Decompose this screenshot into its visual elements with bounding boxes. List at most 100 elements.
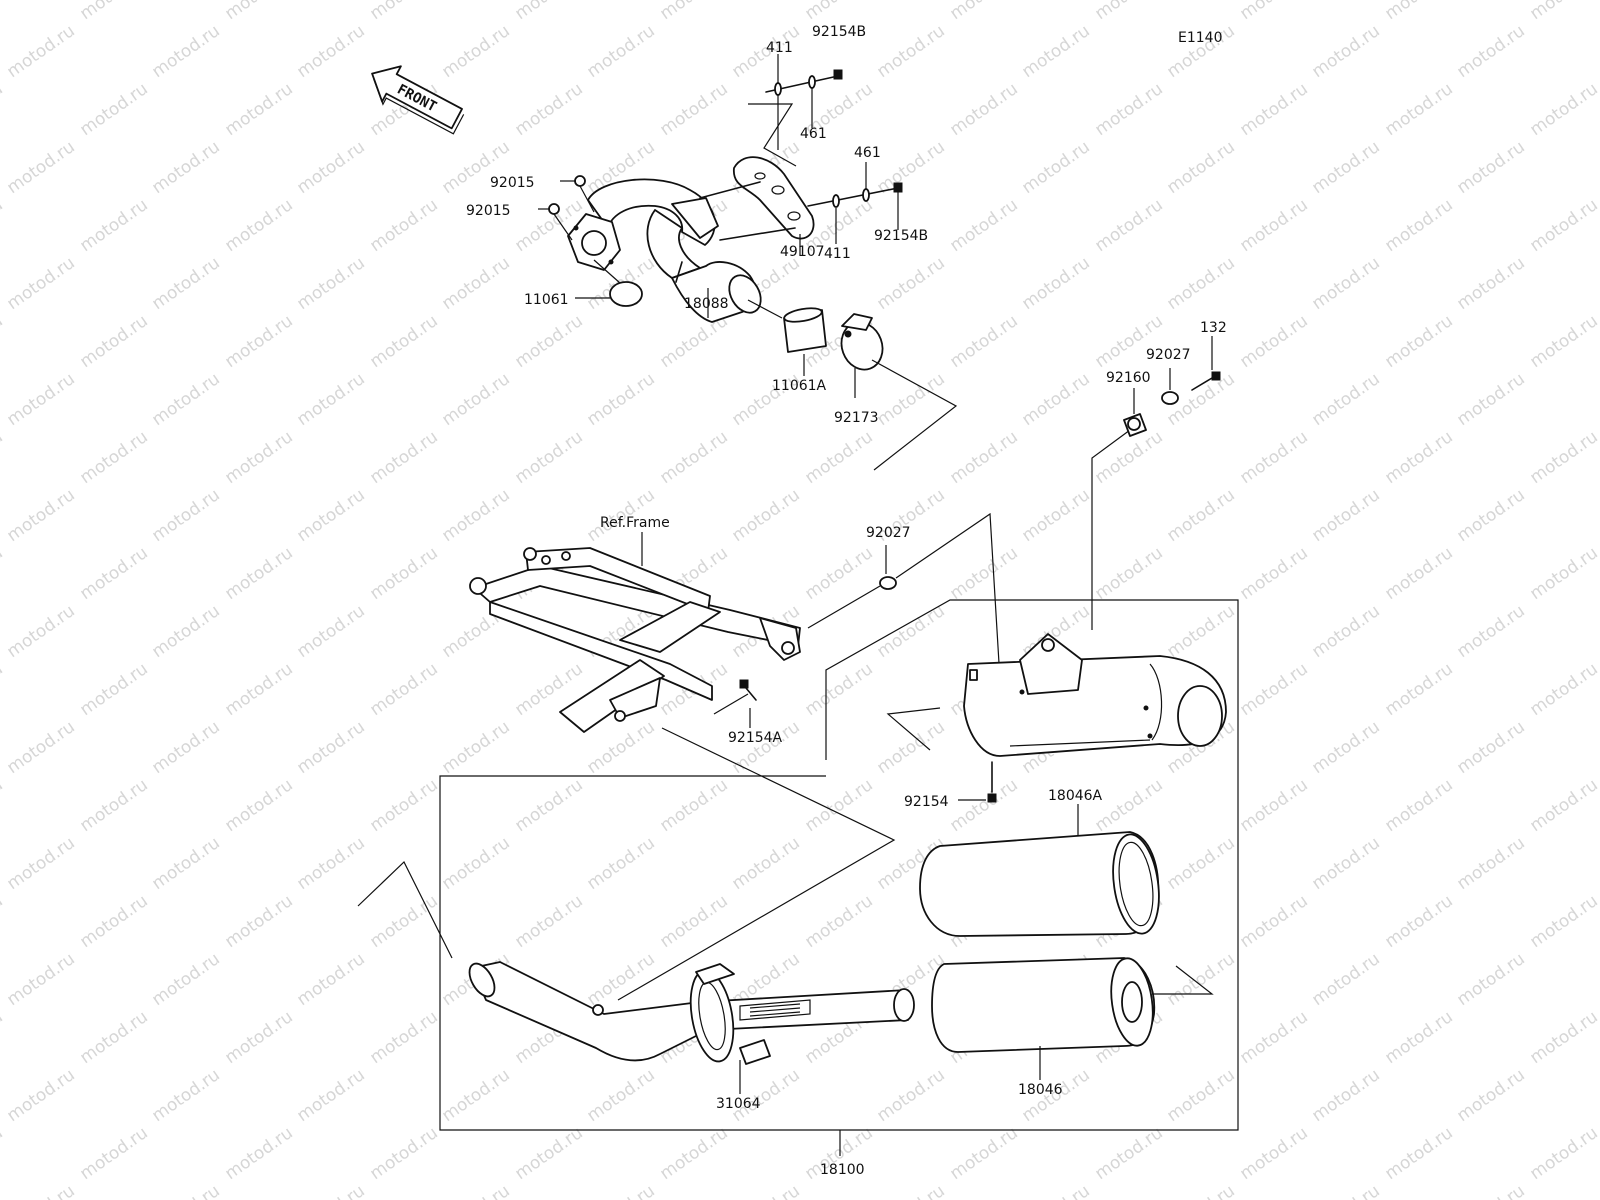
watermark-text: motod.ru <box>1453 601 1528 662</box>
heat-guard-49107 <box>733 156 815 240</box>
watermark-text: motod.ru <box>1091 1123 1166 1184</box>
watermark-text: motod.ru <box>366 543 441 604</box>
gasket-11061A <box>783 307 827 353</box>
watermark-text: motod.ru <box>1018 137 1093 198</box>
watermark-text: motod.ru <box>1453 949 1528 1010</box>
watermark-text: motod.ru <box>148 485 223 546</box>
watermark-text: motod.ru <box>656 0 731 24</box>
watermark-text: motod.ru <box>438 21 513 82</box>
watermark-text: motod.ru <box>1236 775 1311 836</box>
watermark-text: motod.ru <box>76 891 151 952</box>
watermark-text: motod.ru <box>148 833 223 894</box>
watermark-text: motod.ru <box>946 195 1021 256</box>
watermark-text: motod.ru <box>1163 601 1238 662</box>
watermark-text: motod.ru <box>1381 1123 1456 1184</box>
watermark-text: motod.ru <box>293 601 368 662</box>
label-92027-mid: 92027 <box>866 525 911 541</box>
watermark-text: motod.ru <box>1308 485 1383 546</box>
watermark-text: motod.ru <box>148 601 223 662</box>
watermark-text: motod.ru <box>293 717 368 778</box>
watermark-text: motod.ru <box>728 1181 803 1200</box>
watermark-text: motod.ru <box>366 427 441 488</box>
watermark-text: motod.ru <box>1526 195 1600 256</box>
watermark-text: motod.ru <box>148 21 223 82</box>
watermark-text: motod.ru <box>76 1123 151 1184</box>
bolt-set-mid <box>807 182 903 208</box>
label-92154B-top: 92154B <box>812 24 866 40</box>
watermark-text: motod.ru <box>1163 137 1238 198</box>
watermark-text: motod.ru <box>221 659 296 720</box>
muffler-box-frame <box>439 599 1239 1131</box>
label-411-mid: 411 <box>824 246 851 262</box>
watermark-text: motod.ru <box>0 659 7 720</box>
watermark-text: motod.ru <box>801 775 876 836</box>
watermark-text: motod.ru <box>1163 1181 1238 1200</box>
watermark-text: motod.ru <box>1453 253 1528 314</box>
watermark-text: motod.ru <box>76 543 151 604</box>
watermark-text: motod.ru <box>1308 253 1383 314</box>
watermark-text: motod.ru <box>3 949 78 1010</box>
watermark-text: motod.ru <box>728 485 803 546</box>
watermark-text: motod.ru <box>148 949 223 1010</box>
watermark-text: motod.ru <box>1308 601 1383 662</box>
label-92154A: 92154A <box>728 730 783 746</box>
watermark-text: motod.ru <box>873 1181 948 1200</box>
watermark-text: motod.ru <box>1236 891 1311 952</box>
watermark-text: motod.ru <box>438 717 513 778</box>
watermark-text: motod.ru <box>148 1065 223 1126</box>
watermark-text: motod.ru <box>221 1007 296 1068</box>
watermark-text: motod.ru <box>221 775 296 836</box>
watermark-text: motod.ru <box>1236 311 1311 372</box>
watermark-text: motod.ru <box>1163 253 1238 314</box>
watermark-text: motod.ru <box>1526 1007 1600 1068</box>
watermark-text: motod.ru <box>583 1181 658 1200</box>
watermark-text: motod.ru <box>0 0 7 24</box>
watermark-text: motod.ru <box>1381 79 1456 140</box>
watermark-text: motod.ru <box>1453 717 1528 778</box>
watermark-text: motod.ru <box>1236 0 1311 24</box>
watermark-text: motod.ru <box>1308 1065 1383 1126</box>
label-92154: 92154 <box>904 794 949 810</box>
label-92027-top: 92027 <box>1146 347 1191 363</box>
watermark-text: motod.ru <box>76 1007 151 1068</box>
watermark-text: motod.ru <box>801 0 876 24</box>
watermark-text: motod.ru <box>583 1065 658 1126</box>
watermark-text: motod.ru <box>1236 1123 1311 1184</box>
label-461-top: 461 <box>800 126 827 142</box>
watermark-text: motod.ru <box>511 311 586 372</box>
watermark-text: motod.ru <box>1526 775 1600 836</box>
grommet-92160 <box>1123 413 1147 437</box>
gasket-11061 <box>609 281 643 307</box>
watermark-text: motod.ru <box>366 311 441 372</box>
watermark-text: motod.ru <box>76 311 151 372</box>
watermark-text: motod.ru <box>3 601 78 662</box>
watermark-text: motod.ru <box>1381 775 1456 836</box>
watermark-text: motod.ru <box>148 137 223 198</box>
watermark-text: motod.ru <box>1381 543 1456 604</box>
watermark-text: motod.ru <box>0 195 7 256</box>
header-pipe-18088 <box>567 178 762 323</box>
watermark-text: motod.ru <box>1236 1007 1311 1068</box>
watermark-text: motod.ru <box>946 311 1021 372</box>
watermark-text: motod.ru <box>1526 427 1600 488</box>
watermark-text: motod.ru <box>221 79 296 140</box>
watermark-text: motod.ru <box>1381 427 1456 488</box>
watermark-text: motod.ru <box>946 79 1021 140</box>
watermark-text: motod.ru <box>438 485 513 546</box>
watermark-text: motod.ru <box>438 833 513 894</box>
label-411-top: 411 <box>766 40 793 56</box>
watermark-text: motod.ru <box>438 1065 513 1126</box>
rear-frame <box>469 547 801 733</box>
watermark-text: motod.ru <box>76 0 151 24</box>
label-18046A: 18046A <box>1048 788 1103 804</box>
watermark-text: motod.ru <box>438 1181 513 1200</box>
watermark-text: motod.ru <box>76 195 151 256</box>
watermark-text: motod.ru <box>801 427 876 488</box>
watermark-text: motod.ru <box>366 659 441 720</box>
bolt-92154 <box>987 761 997 803</box>
watermark-text: motod.ru <box>1236 543 1311 604</box>
label-92015-a: 92015 <box>490 175 535 191</box>
bolt-92154A <box>739 679 757 701</box>
watermark-text: motod.ru <box>293 485 368 546</box>
